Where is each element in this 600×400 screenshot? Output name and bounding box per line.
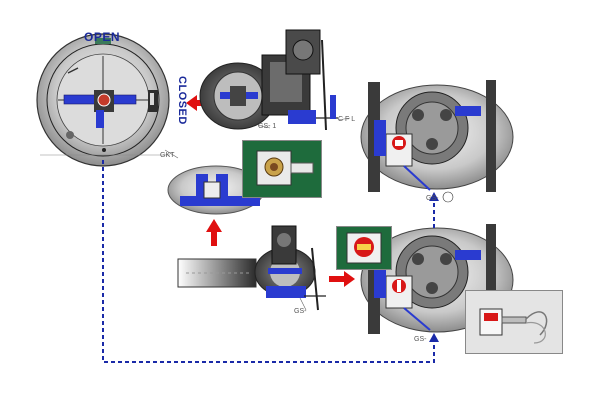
dashed-routing (102, 160, 435, 363)
red-arrow-up (206, 219, 222, 246)
bottom-actuator (177, 225, 326, 311)
photo-inset-handle (336, 226, 392, 270)
photo-inset-switch (242, 140, 322, 198)
tag-gs1: GS- 1 (258, 123, 277, 130)
detail-bubble-bottom-right (360, 224, 514, 334)
blue-dashed-arrow-up-2 (429, 333, 439, 342)
red-arrow-right (329, 271, 355, 287)
detail-bubble-top-right (360, 80, 514, 203)
tag-gs4: GS- (414, 336, 427, 343)
tag-gs3: GS- (294, 308, 307, 315)
open-label: OPEN (84, 30, 121, 44)
tag-cfl: C F L (338, 116, 356, 123)
detail-bubble-middle-left (167, 165, 265, 215)
tag-gkt: GKT (160, 152, 175, 159)
position-indicator-disc (36, 33, 170, 167)
blue-dashed-arrow-up-1 (429, 192, 439, 201)
photo-inset-lock (465, 290, 563, 354)
closed-label: CLOSED (176, 76, 188, 125)
top-actuator (199, 29, 338, 131)
tag-gs2: GS- (426, 195, 439, 202)
